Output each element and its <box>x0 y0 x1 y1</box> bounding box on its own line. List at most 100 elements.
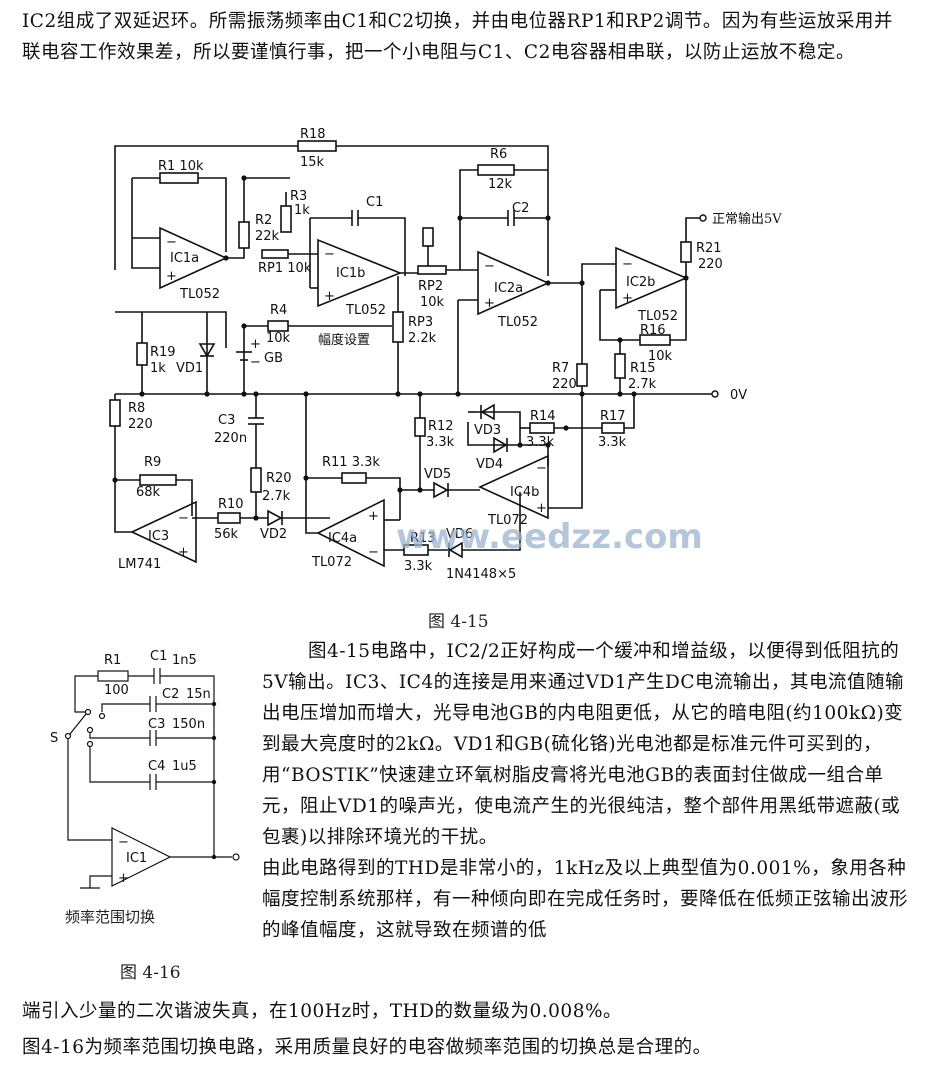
svg-text:−: − <box>536 461 547 476</box>
rp3-value: 2.2k <box>408 331 437 346</box>
sw-c1-value: 1n5 <box>172 653 197 668</box>
svg-text:−: − <box>484 259 495 274</box>
c1-label: C1 <box>366 195 383 210</box>
ic3-label: IC3 <box>148 529 169 544</box>
r17-label: R17 <box>600 409 626 424</box>
r6-label: R6 <box>490 147 507 162</box>
r13-label: R13 <box>410 531 436 546</box>
svg-text:+: + <box>166 269 177 284</box>
ic2a-type: TL052 <box>497 315 538 330</box>
c3-label: C3 <box>218 413 235 428</box>
r20-label: R20 <box>266 471 292 486</box>
gb-label: GB <box>264 351 283 366</box>
r17-value: 3.3k <box>598 435 627 450</box>
vd6-label: VD6 <box>446 527 473 542</box>
r9-value: 68k <box>136 485 161 500</box>
svg-text:+: + <box>484 296 495 311</box>
opamp-pin-signs: −+ −+ −+ −+ −+ +− −+ +− <box>166 235 633 560</box>
r4-value: 10k <box>266 331 291 346</box>
ic2b-label: IC2b <box>626 275 655 290</box>
sw-c2-value: 15n <box>186 687 211 702</box>
r19-label: R19 <box>150 345 176 360</box>
r11-label: R11 3.3k <box>322 455 380 470</box>
component-labels: R18 15k R1 10k R6 12k R3 1k R2 22k C1 C2… <box>118 127 782 582</box>
switch-circuit-wires <box>64 668 240 889</box>
explanation-paragraph: 图4-15电路中，IC2/2正好构成一个缓冲和增益级，以便得到低阻抗的5V输出。… <box>262 636 910 946</box>
svg-text:−: − <box>368 545 379 560</box>
r13-value: 3.3k <box>404 559 433 574</box>
ic2a-label: IC2a <box>494 281 523 296</box>
r3-label: R3 <box>290 189 307 204</box>
r19-value: 1k <box>150 361 166 376</box>
r10-label: R10 <box>218 497 244 512</box>
svg-text:+: + <box>368 509 379 524</box>
r18-value: 15k <box>300 155 325 170</box>
r4-label: R4 <box>270 303 287 318</box>
sw-c4-value: 1u5 <box>172 759 197 774</box>
r14-label: R14 <box>530 409 556 424</box>
svg-text:+: + <box>536 501 547 516</box>
vd5-label: VD5 <box>424 467 451 482</box>
r2-value: 22k <box>255 229 280 244</box>
thd-text: 由此电路得到的THD是非常小的，1kHz及以上典型值为0.001%，象用各种幅度… <box>262 858 909 941</box>
c2-label: C2 <box>512 201 529 216</box>
thd-continuation-paragraph: 端引入少量的二次谐波失真，在100Hz时，THD的数量级为0.008%。 <box>22 1001 623 1022</box>
ic1b-label: IC1b <box>336 266 365 281</box>
c3-value: 220n <box>214 431 247 446</box>
figure-caption-4-16: 图 4-16 <box>120 963 181 983</box>
figure-caption-4-15: 图 4-15 <box>428 612 489 632</box>
svg-text:−: − <box>178 511 189 526</box>
r6-value: 12k <box>488 177 513 192</box>
r12-label: R12 <box>428 419 454 434</box>
ic4a-type: TL072 <box>311 555 352 570</box>
r1-label: R1 10k <box>158 159 204 174</box>
r8-label: R8 <box>128 401 145 416</box>
r21-value: 220 <box>698 257 723 272</box>
rp1-label: RP1 10k <box>258 261 312 276</box>
amplitude-label: 幅度设置 <box>318 332 370 348</box>
sw-r1-label: R1 <box>104 653 121 668</box>
r10-value: 56k <box>214 527 239 542</box>
output-label: 正常输出5V <box>712 211 782 227</box>
sw-c1-label: C1 <box>150 649 167 664</box>
sw-ic1-label: IC1 <box>126 851 147 866</box>
rp2-value: 10k <box>420 295 445 310</box>
diode-type-label: 1N4148×5 <box>446 567 516 582</box>
ic4a-label: IC4a <box>328 531 357 546</box>
r12-value: 3.3k <box>426 435 455 450</box>
r15-label: R15 <box>630 361 656 376</box>
svg-text:+: + <box>178 545 189 560</box>
svg-text:−: − <box>622 257 633 272</box>
ic4b-label: IC4b <box>510 485 539 500</box>
r15-value: 2.7k <box>628 377 657 392</box>
r16-label: R16 <box>640 323 666 338</box>
svg-text:−: − <box>118 835 129 850</box>
switch-circuit-labels: − + R1 100 C1 1n5 C2 15n S C3 150n C4 1u… <box>50 649 211 886</box>
sw-s-label: S <box>50 731 58 746</box>
ic1b-type: TL052 <box>345 303 386 318</box>
r9-label: R9 <box>144 455 161 470</box>
vd3-label: VD3 <box>474 423 501 438</box>
svg-text:−: − <box>166 235 177 250</box>
r21-label: R21 <box>696 241 722 256</box>
r2-label: R2 <box>255 213 272 228</box>
svg-text:+: + <box>118 871 129 886</box>
ic3-type: LM741 <box>118 557 161 572</box>
schematic-fig-4-16: − + R1 100 C1 1n5 C2 15n S C3 150n C4 1u… <box>50 649 240 889</box>
sw-c2-label: C2 <box>162 687 179 702</box>
explanation-text: 图4-15电路中，IC2/2正好构成一个缓冲和增益级，以便得到低阻抗的5V输出。… <box>262 641 905 848</box>
sw-c3-value: 150n <box>172 717 205 732</box>
r7-label: R7 <box>552 361 569 376</box>
closing-paragraph: 图4-16为频率范围切换电路，采用质量良好的电容做频率范围的切换总是合理的。 <box>22 1037 712 1058</box>
ic2b-type: TL052 <box>637 309 678 324</box>
svg-text:+: + <box>250 337 261 352</box>
intro-paragraph: IC2组成了双延迟环。所需振荡频率由C1和C2切换，并由电位器RP1和RP2调节… <box>22 11 893 63</box>
switch-caption: 频率范围切换 <box>65 908 156 926</box>
sw-c4-label: C4 <box>148 759 165 774</box>
ic1a-type: TL052 <box>179 287 220 302</box>
r18-label: R18 <box>300 127 326 142</box>
r14-value: 3.3k <box>526 435 555 450</box>
circuit-wires <box>109 140 719 568</box>
zero-volt-label: 0V <box>730 388 747 403</box>
rp2-label: RP2 <box>418 279 443 294</box>
